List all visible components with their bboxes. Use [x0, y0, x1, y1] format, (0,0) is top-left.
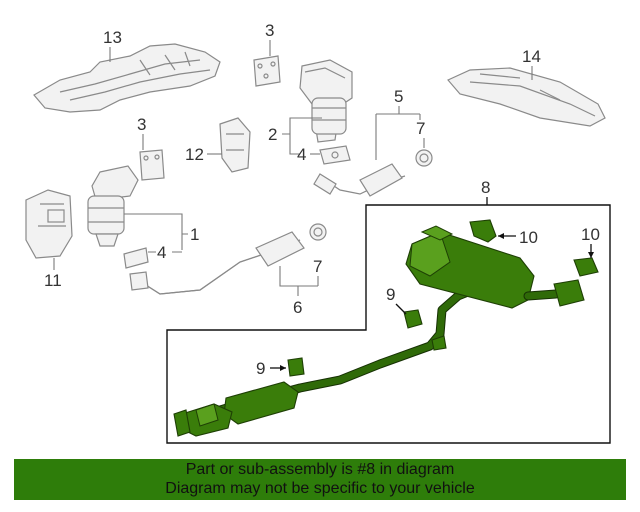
exhaust-parts-diagram: 13 3 2 4 14 5 7 — [25, 21, 611, 444]
callout-13: 13 — [103, 28, 122, 47]
part-9-insulator-lower[interactable] — [287, 357, 305, 377]
callout-2: 2 — [268, 125, 277, 144]
callout-3-upper: 3 — [265, 21, 274, 40]
part-7-gasket-upper[interactable] — [415, 149, 433, 167]
part-3-gasket-lower[interactable] — [139, 149, 165, 181]
callout-5: 5 — [394, 87, 403, 106]
callout-12: 12 — [185, 145, 204, 164]
callout-7-upper: 7 — [416, 119, 425, 138]
callout-4-lower: 4 — [157, 243, 166, 262]
part-4-gasket-lower[interactable] — [123, 247, 149, 269]
part-11-heat-shield[interactable] — [25, 189, 73, 259]
part-13-heat-shield[interactable] — [33, 43, 221, 113]
part-10-hanger-left[interactable] — [469, 219, 497, 243]
callout-10-right: 10 — [581, 225, 600, 244]
part-7-gasket-lower[interactable] — [309, 223, 327, 241]
part-2-catalytic-converter[interactable] — [299, 59, 353, 143]
part-4-gasket-upper[interactable] — [319, 145, 351, 165]
part-14-heat-shield[interactable] — [447, 67, 606, 127]
callout-1: 1 — [190, 225, 199, 244]
callout-14: 14 — [522, 47, 541, 66]
part-5-front-pipe[interactable] — [313, 163, 406, 197]
callout-9-lower: 9 — [256, 359, 265, 378]
banner-line-1: Part or sub-assembly is #8 in diagram — [185, 461, 455, 478]
callout-7-lower: 7 — [313, 257, 322, 276]
callout-9-upper: 9 — [386, 285, 395, 304]
part-3-gasket-upper[interactable] — [253, 55, 281, 87]
part-8-outline-box — [166, 204, 611, 444]
part-1-catalytic-converter[interactable] — [87, 165, 139, 247]
part-8-muffler-assembly[interactable] — [173, 225, 585, 437]
callout-6: 6 — [293, 298, 302, 317]
part-10-hanger-right[interactable] — [573, 257, 599, 277]
notice-banner: Part or sub-assembly is #8 in diagram Di… — [14, 459, 626, 500]
banner-line-2: Diagram may not be specific to your vehi… — [165, 480, 475, 497]
callout-11: 11 — [44, 271, 62, 290]
callout-4-upper: 4 — [297, 145, 306, 164]
callout-3-lower: 3 — [137, 115, 146, 134]
part-6-front-pipe[interactable] — [129, 231, 305, 295]
part-9-insulator-upper[interactable] — [403, 309, 423, 329]
callout-8: 8 — [481, 178, 490, 197]
part-12-bracket[interactable] — [219, 117, 251, 173]
callout-10-left: 10 — [519, 228, 538, 247]
